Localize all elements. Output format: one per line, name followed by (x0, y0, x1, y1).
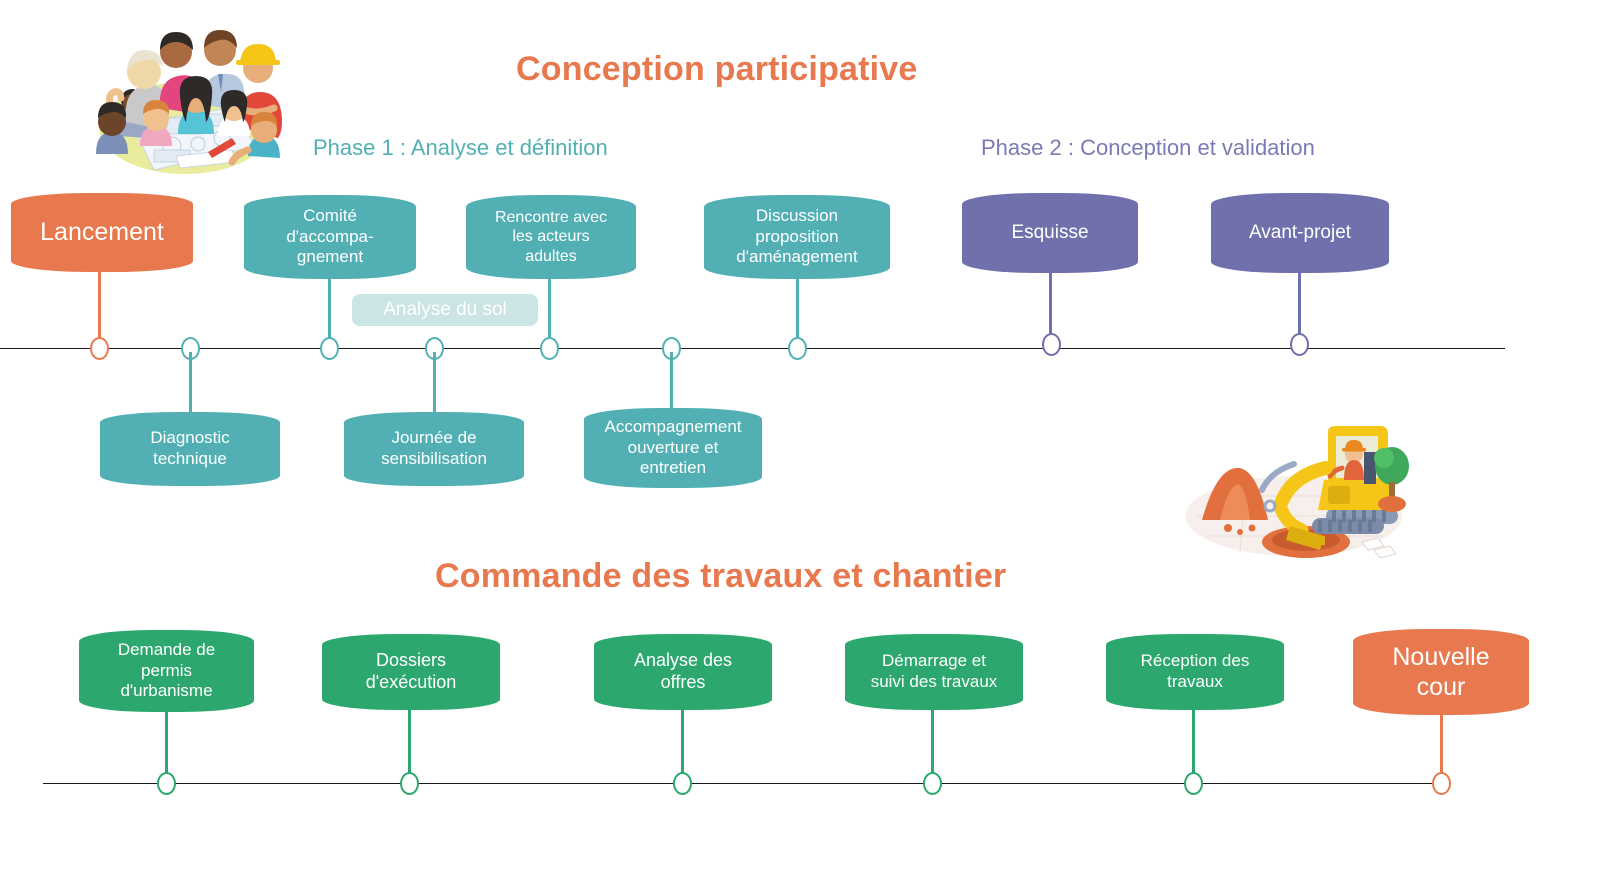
node-stem (548, 279, 551, 343)
section-title-commande: Commande des travaux et chantier (435, 557, 1007, 595)
node-label-line: offres (660, 672, 706, 692)
node-box-rencontre[interactable]: Rencontre avec les acteurs adultes (466, 195, 636, 279)
node-label-line: proposition (755, 226, 839, 246)
node-label-line: Journée de (391, 428, 477, 448)
node-box-comite[interactable]: Comité d'accompa- gnement (244, 195, 416, 279)
node-box-avant-projet[interactable]: Avant-projet (1211, 193, 1389, 273)
node-box-accompagnement[interactable]: Accompagnement ouverture et entretien (584, 408, 762, 488)
node-label-line: ouverture et (627, 437, 719, 457)
node-stem (796, 279, 799, 343)
node-stem (1192, 710, 1195, 774)
timeline-dot-comite[interactable] (320, 337, 339, 360)
node-label-line: permis (140, 660, 192, 680)
node-label-line: sensibilisation (381, 449, 487, 468)
node-stem (98, 272, 101, 344)
excavator-illustration (1176, 424, 1412, 559)
node-label-line: Accompagnement (604, 416, 742, 436)
node-box-nouvelle-cour[interactable]: Nouvelle cour (1353, 629, 1529, 715)
node-box-demande-permis[interactable]: Demande de permis d'urbanisme (79, 630, 254, 712)
node-label: Esquisse (1011, 222, 1089, 244)
node-box-lancement[interactable]: Lancement (11, 193, 193, 272)
node-box-reception-travaux[interactable]: Réception des travaux (1106, 634, 1284, 710)
timeline-dot-rencontre[interactable] (540, 337, 559, 360)
phase-2-label: Phase 2 : Conception et validation (981, 135, 1315, 160)
node-box-discussion[interactable]: Discussion proposition d'aménagement (704, 195, 890, 279)
node-label-line: gnement (296, 247, 364, 267)
node-label-line: Analyse des (633, 650, 733, 671)
node-label-line: d'accompa- (286, 226, 374, 246)
node-label-line: d'exécution (365, 672, 457, 692)
node-box-analyse-offres[interactable]: Analyse des offres (594, 634, 772, 710)
node-box-journee[interactable]: Journée de sensibilisation (344, 412, 524, 486)
node-label-line: suivi des travaux (870, 672, 998, 691)
section-title-conception: Conception participative (516, 50, 918, 88)
node-stem (408, 710, 411, 774)
node-label-line: Nouvelle (1392, 642, 1490, 671)
node-label-line: Réception des (1140, 651, 1250, 671)
node-box-dossiers-execution[interactable]: Dossiers d'exécution (322, 634, 500, 710)
node-box-esquisse[interactable]: Esquisse (962, 193, 1138, 273)
timeline-dot-dossiers-execution[interactable] (400, 772, 419, 795)
timeline-dot-nouvelle-cour[interactable] (1432, 772, 1451, 795)
timeline-axis-bottom (43, 783, 1443, 785)
timeline-dot-lancement[interactable] (90, 337, 109, 360)
node-label-line: Discussion (755, 205, 839, 225)
timeline-dot-esquisse[interactable] (1042, 333, 1061, 356)
timeline-dot-reception-travaux[interactable] (1184, 772, 1203, 795)
node-stem (1298, 273, 1301, 335)
node-label-line: technique (153, 449, 227, 468)
node-label-line: adultes (525, 247, 577, 265)
node-stem (1049, 273, 1052, 335)
node-label-line: Dossiers (375, 650, 446, 671)
node-stem (670, 352, 673, 408)
phase-1-label: Phase 1 : Analyse et définition (313, 135, 608, 160)
node-stem (433, 352, 436, 412)
node-stem (931, 710, 934, 774)
node-label: Lancement (40, 218, 164, 247)
node-label-line: Demande de (117, 639, 216, 659)
node-label-line: travaux (1167, 672, 1223, 691)
timeline-dot-discussion[interactable] (788, 337, 807, 360)
node-label-line: les acteurs (512, 228, 590, 246)
node-label-line: entretien (639, 458, 707, 478)
node-label: Avant-projet (1248, 222, 1352, 244)
timeline-dot-demarrage-suivi[interactable] (923, 772, 942, 795)
node-label-line: d'aménagement (736, 247, 858, 267)
node-label-line: Démarrage et (882, 651, 986, 671)
node-box-diagnostic[interactable]: Diagnostic technique (100, 412, 280, 486)
node-stem (189, 352, 192, 412)
node-label-line: Comité (303, 205, 357, 225)
node-label-line: Diagnostic (150, 428, 230, 448)
node-stem (681, 710, 684, 774)
timeline-dot-analyse-offres[interactable] (673, 772, 692, 795)
node-box-demarrage-suivi[interactable]: Démarrage et suivi des travaux (845, 634, 1023, 710)
timeline-dot-avant-projet[interactable] (1290, 333, 1309, 356)
timeline-axis-top (0, 348, 1505, 350)
node-label-line: d'urbanisme (120, 681, 213, 701)
participants-illustration (80, 4, 286, 180)
node-stem (165, 712, 168, 774)
annotation-analyse-du-sol: Analyse du sol (352, 294, 538, 326)
node-label-line: cour (1416, 673, 1466, 701)
node-label-line: Rencontre avec (494, 208, 608, 226)
node-stem (1440, 715, 1443, 777)
timeline-dot-demande-permis[interactable] (157, 772, 176, 795)
node-stem (328, 279, 331, 345)
